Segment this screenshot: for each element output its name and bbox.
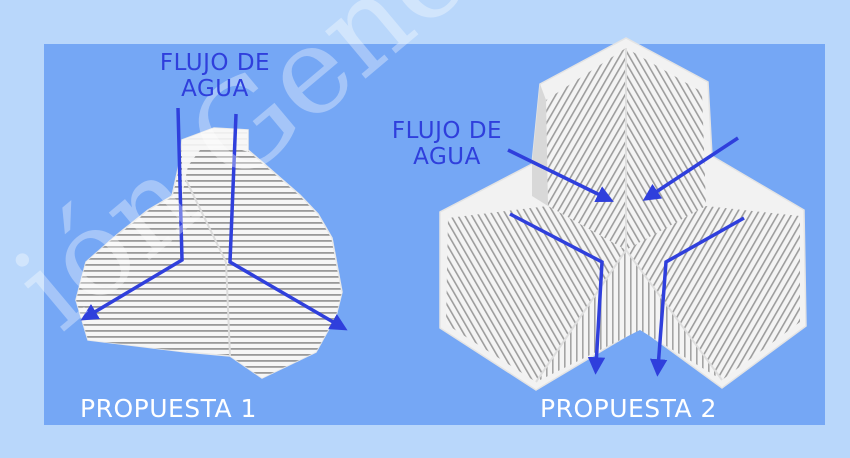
caption-proposal-1: PROPUESTA 1 — [80, 394, 257, 423]
flow-label-1: FLUJO DE AGUA — [140, 50, 290, 102]
flow-label-1-line1: FLUJO DE — [159, 50, 271, 76]
caption-proposal-2: PROPUESTA 2 — [540, 394, 717, 423]
flow-arrows — [80, 107, 745, 377]
flow-label-1-line2: AGUA — [181, 76, 249, 102]
proposal-2-object — [439, 37, 807, 391]
flow-label-2-line2: AGUA — [413, 144, 481, 170]
flow-label-2: FLUJO DE AGUA — [372, 118, 522, 170]
proposal-1-object — [75, 127, 343, 379]
flow-label-2-line1: FLUJO DE — [391, 118, 503, 144]
